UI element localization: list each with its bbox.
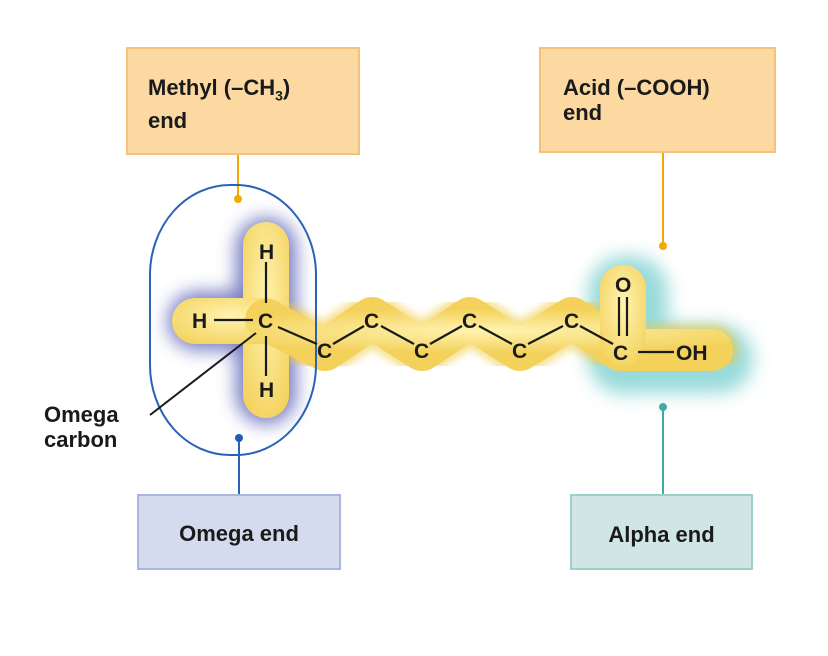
bonds [214, 262, 674, 376]
atom-o: O [615, 274, 631, 297]
atoms: H H C H C C C C C C O C OH [192, 241, 708, 402]
methyl-label-line2: end [148, 108, 188, 134]
acid-label-line1: Acid (–COOH) [563, 75, 710, 100]
atom-oh: OH [676, 342, 708, 365]
alpha-connector-dot [659, 403, 667, 411]
acid-connector-dot [659, 242, 667, 250]
methyl-end-label: Methyl (–CH3) end [148, 75, 290, 133]
omega-end-box: Omega end [137, 494, 341, 570]
alpha-end-box: Alpha end [570, 494, 753, 570]
omega-end-label: Omega end [179, 521, 299, 546]
atom-h-left: H [192, 310, 207, 333]
omega-carbon-line2: carbon [44, 427, 118, 452]
acid-end-box: Acid (–COOH) end [539, 47, 776, 153]
methyl-label-line1: Methyl (–CH3) [148, 75, 291, 104]
atom-c-7: C [564, 310, 579, 333]
omega-carbon-pointer [149, 332, 257, 416]
methyl-connector-dot [234, 195, 242, 203]
atom-c-alpha: C [613, 342, 628, 365]
atom-c-omega: C [258, 310, 273, 333]
omega-carbon-line1: Omega [44, 402, 119, 427]
atom-h-bottom: H [259, 379, 274, 402]
omega-end-outline [149, 184, 317, 456]
omega-carbon-label: Omega carbon [44, 402, 119, 452]
acid-end-label: Acid (–COOH) end [563, 75, 710, 125]
methyl-end-box: Methyl (–CH3) end [126, 47, 360, 155]
omega-connector-dot [235, 434, 243, 442]
atom-h-top: H [259, 241, 274, 264]
alpha-end-label: Alpha end [608, 522, 715, 547]
atom-c-3: C [364, 310, 379, 333]
atom-c-2: C [317, 340, 332, 363]
atom-c-6: C [512, 340, 527, 363]
atom-c-5: C [462, 310, 477, 333]
atom-c-4: C [414, 340, 429, 363]
acid-label-line2: end [563, 100, 603, 125]
